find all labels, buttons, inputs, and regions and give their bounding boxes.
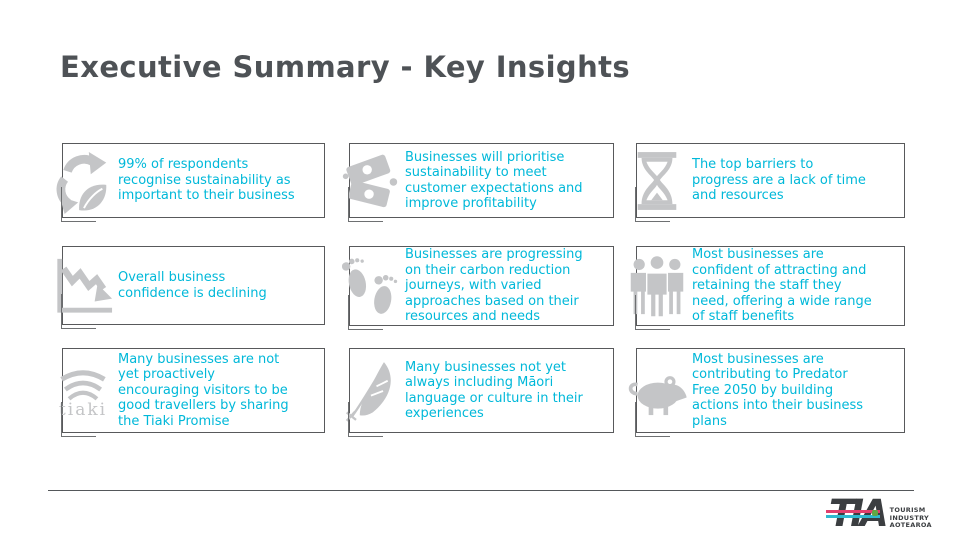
- tia-logo: TIA TOURISM INDUSTRY AOTEAROA: [826, 495, 932, 532]
- rat-icon: [624, 366, 690, 416]
- insight-card-barriers: The top barriers to progress are a lack …: [635, 143, 905, 222]
- logo-stripe-pink: [826, 510, 880, 513]
- tia-logo-text: TIA: [829, 492, 889, 535]
- tiaki-logo-icon: tiaki: [50, 364, 116, 418]
- hourglass-icon: [624, 150, 690, 212]
- insight-text: 99% of respondents recognise sustainabil…: [118, 157, 295, 204]
- tia-logo-caption: TOURISM INDUSTRY AOTEAROA: [890, 496, 932, 530]
- insight-card-carbon: Businesses are progressing on their carb…: [342, 246, 614, 330]
- insight-text: Businesses will prioritise sustainabilit…: [405, 149, 583, 212]
- insight-card-confidence: Overall business confidence is declining: [57, 246, 325, 329]
- people-icon: [624, 255, 690, 317]
- insight-card-predator-free: Most businesses are contributing to Pred…: [628, 348, 905, 437]
- insight-text: Businesses are progressing on their carb…: [405, 247, 583, 325]
- insight-text: Many businesses not yet always including…: [405, 359, 583, 422]
- insight-text: Most businesses are contributing to Pred…: [692, 351, 864, 429]
- insight-card-profitability: Businesses will prioritise sustainabilit…: [342, 143, 614, 222]
- insight-text: Most businesses are confident of attract…: [692, 247, 872, 325]
- insight-text: Overall business confidence is declining: [118, 270, 267, 301]
- logo-caption-line: TOURISM: [889, 506, 926, 514]
- logo-koru-green: [872, 509, 878, 516]
- insight-card-tiaki: tiaki Many businesses are not yet proact…: [59, 348, 325, 437]
- footprints-icon: [337, 255, 403, 317]
- money-icon: [337, 151, 403, 211]
- tia-logo-mark: TIA: [826, 495, 889, 532]
- slide-title: Executive Summary - Key Insights: [60, 50, 631, 84]
- insight-text: Many businesses are not yet proactively …: [118, 351, 289, 429]
- logo-caption-line: INDUSTRY: [889, 513, 930, 522]
- footer-divider: [48, 490, 914, 491]
- logo-stripe-cyan: [826, 515, 880, 518]
- tiaki-wordmark: tiaki: [58, 399, 108, 420]
- feather-icon: [337, 360, 403, 422]
- insight-card-sustainability: 99% of respondents recognise sustainabil…: [56, 143, 325, 222]
- logo-caption-line: AOTEAROA: [889, 521, 932, 529]
- declining-chart-icon: [50, 255, 116, 317]
- recycle-leaf-icon: [50, 148, 116, 214]
- insight-card-maori-culture: Many businesses not yet always including…: [345, 348, 614, 437]
- insight-card-staff: Most businesses are confident of attract…: [630, 246, 905, 330]
- insight-text: The top barriers to progress are a lack …: [692, 157, 866, 204]
